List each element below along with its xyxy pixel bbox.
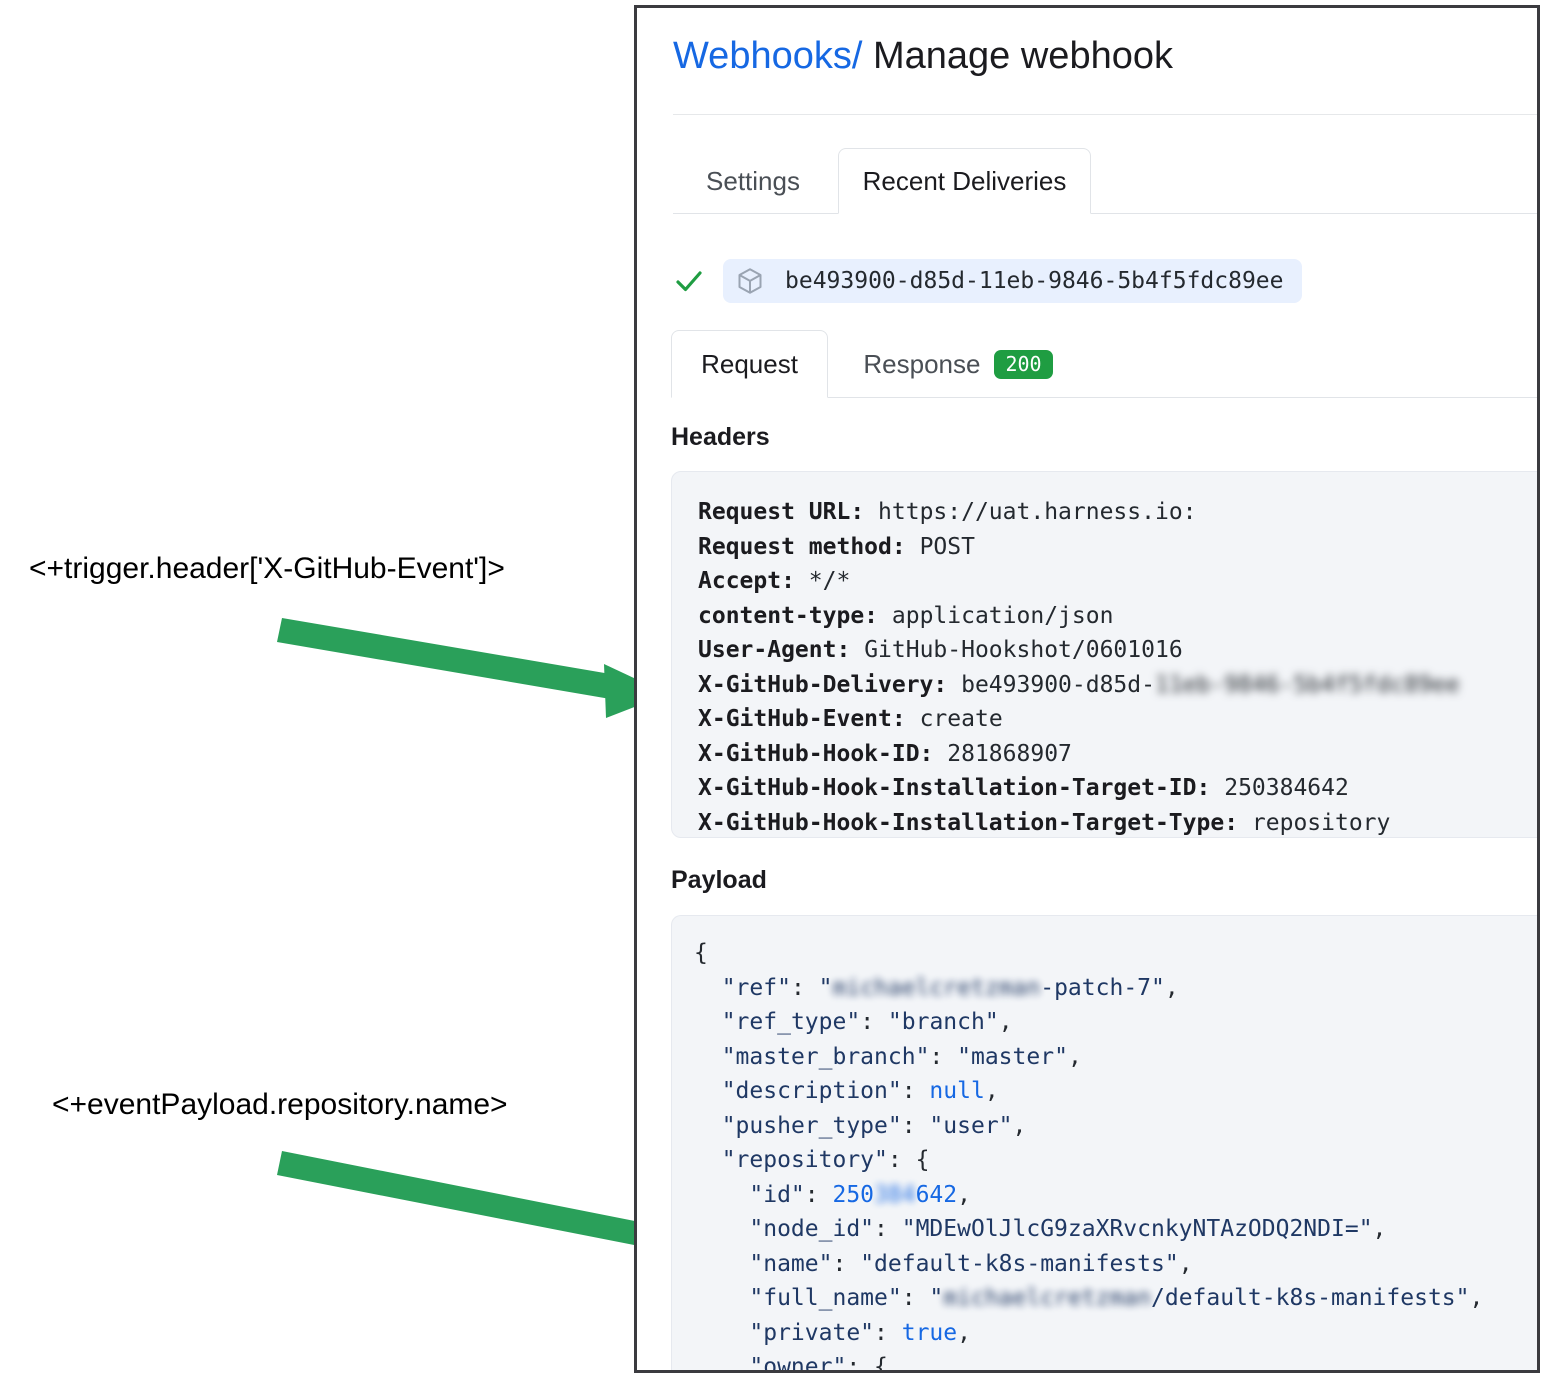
tab-request[interactable]: Request: [671, 330, 828, 398]
json-line: "private": true,: [749, 1319, 971, 1346]
json-line: "master_branch": "master",: [721, 1043, 1082, 1070]
check-icon: [673, 265, 705, 297]
payload-code-block: { "ref": "michaelcretzman-patch-7", "ref…: [671, 915, 1537, 1370]
title-divider: [673, 114, 1537, 115]
annotation-trigger-header-expression: <+trigger.header['X-GitHub-Event']>: [29, 552, 505, 585]
json-line: "ref": "michaelcretzman-patch-7",: [721, 974, 1179, 1001]
json-line: "name": "default-k8s-manifests",: [749, 1250, 1193, 1277]
header-row: X-GitHub-Event: create: [698, 706, 1003, 732]
header-row: X-GitHub-Hook-Installation-Target-Type: …: [698, 809, 1391, 836]
annotation-event-payload-expression: <+eventPayload.repository.name>: [52, 1088, 508, 1121]
delivery-row[interactable]: be493900-d85d-11eb-9846-5b4f5fdc89ee: [673, 256, 1302, 306]
header-row: Accept: */*: [698, 568, 851, 594]
header-row: X-GitHub-Hook-ID: 281868907: [698, 740, 1072, 767]
breadcrumb-webhooks-link[interactable]: Webhooks: [673, 35, 852, 77]
delivery-id-text: be493900-d85d-11eb-9846-5b4f5fdc89ee: [785, 268, 1284, 294]
json-line: "id": 250384642,: [749, 1181, 971, 1208]
json-line: "pusher_type": "user",: [721, 1112, 1027, 1139]
arrow-to-x-github-event: [277, 618, 668, 718]
delivery-id-pill[interactable]: be493900-d85d-11eb-9846-5b4f5fdc89ee: [723, 259, 1302, 303]
webhook-tabs: Settings Recent Deliveries: [673, 148, 1537, 214]
json-line: "repository": {: [721, 1147, 930, 1173]
manage-webhook-panel: Webhooks/ Manage webhook Settings Recent…: [634, 5, 1540, 1373]
tab-response-label: Response: [863, 348, 981, 379]
payload-label: Payload: [671, 866, 767, 894]
json-line: "owner": {: [749, 1354, 888, 1370]
headers-code-block: Request URL: https://uat.harness.io: Req…: [671, 471, 1537, 838]
json-line: "ref_type": "branch",: [721, 1009, 1013, 1035]
header-row: User-Agent: GitHub-Hookshot/0601016: [698, 637, 1183, 663]
json-line: "description": null,: [721, 1078, 999, 1104]
redacted-ref-user: michaelcretzman: [832, 974, 1041, 1001]
redacted-delivery-id: 11eb-9846-5b4f5fdc89ee: [1154, 671, 1460, 698]
tab-recent-deliveries[interactable]: Recent Deliveries: [838, 148, 1091, 214]
header-row-delivery: X-GitHub-Delivery: be493900-d85d-11eb-98…: [698, 671, 1460, 698]
json-line: {: [694, 940, 708, 966]
json-line: "node_id": "MDEwOlJlcG9zaXRvcnkyNTAzODQ2…: [749, 1216, 1387, 1242]
json-line: "full_name": "michaelcretzman/default-k8…: [749, 1285, 1484, 1311]
redacted-full-name-user: michaelcretzman: [943, 1285, 1151, 1311]
status-badge: 200: [994, 349, 1053, 379]
request-response-tabs: Request Response 200: [671, 330, 1537, 398]
header-row: Request method: POST: [698, 533, 975, 560]
header-row: Request URL: https://uat.harness.io:: [698, 499, 1197, 525]
cube-icon: [735, 266, 765, 296]
tab-response[interactable]: Response 200: [833, 330, 1083, 398]
headers-label: Headers: [671, 423, 770, 451]
redacted-repo-id: 384: [874, 1181, 916, 1208]
tab-settings[interactable]: Settings: [706, 165, 800, 196]
inner-tabs-baseline: [671, 397, 1537, 398]
header-row: content-type: application/json: [698, 602, 1114, 629]
tabs-baseline: [673, 213, 1537, 214]
header-row: X-GitHub-Hook-Installation-Target-ID: 25…: [698, 775, 1349, 801]
breadcrumb: Webhooks/ Manage webhook: [673, 37, 1173, 75]
breadcrumb-separator: /: [851, 35, 863, 77]
page-title: Manage webhook: [872, 35, 1173, 77]
